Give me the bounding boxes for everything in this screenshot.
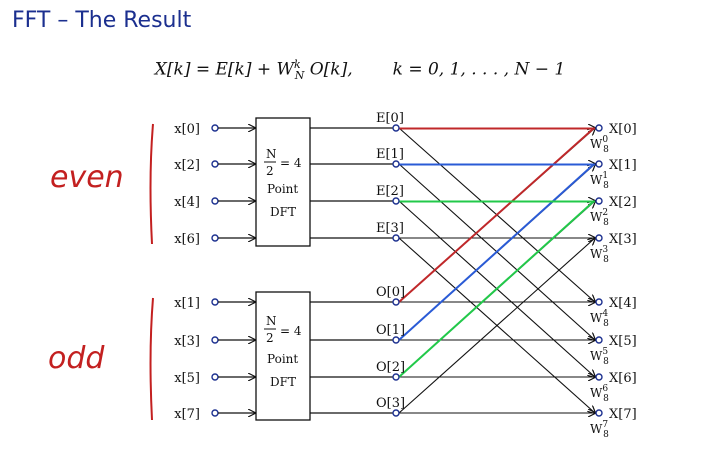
output-label: X[3] <box>609 232 637 247</box>
odd-bracket <box>149 297 154 421</box>
input-label: x[7] <box>174 407 200 422</box>
highlight-odd-path <box>398 164 594 341</box>
output-node <box>595 234 603 242</box>
box-frac-den: 2 <box>266 164 274 178</box>
box-line1: Point <box>267 182 298 196</box>
even-node <box>392 234 400 242</box>
even-output-label: E[3] <box>376 221 404 236</box>
output-label: X[4] <box>609 296 637 311</box>
formula-w-sub: N <box>294 69 305 83</box>
formula-rhs: O[k], <box>304 59 353 80</box>
dft-box-even: N 2 = 4 Point DFT <box>255 117 311 247</box>
labels: x[0] x[2] x[4] x[6] x[1] x[3] x[5] x[7] E[0] E[1]… <box>174 111 636 440</box>
output-node <box>595 160 603 168</box>
odd-node <box>392 298 400 306</box>
input-label: x[5] <box>174 371 200 386</box>
box-eq: = 4 <box>280 324 302 338</box>
input-node <box>211 409 219 417</box>
input-node <box>211 336 219 344</box>
box-line2: DFT <box>270 205 296 219</box>
butterfly-even-line <box>398 237 595 413</box>
even-annotation: even <box>50 160 124 195</box>
output-label: X[1] <box>609 158 637 173</box>
box-eq: = 4 <box>280 156 302 170</box>
even-node <box>392 197 400 205</box>
odd-node <box>392 409 400 417</box>
input-node <box>211 124 219 132</box>
input-label: x[4] <box>174 195 200 210</box>
input-label: x[0] <box>174 122 200 137</box>
output-node <box>595 298 603 306</box>
input-label: x[6] <box>174 232 200 247</box>
odd-node <box>392 336 400 344</box>
formula-w-sup: k <box>294 58 301 71</box>
output-label: X[6] <box>609 371 637 386</box>
output-node <box>595 373 603 381</box>
output-node <box>595 409 603 417</box>
even-bracket <box>149 123 154 245</box>
wires <box>211 124 603 417</box>
input-node <box>211 373 219 381</box>
output-label: X[7] <box>609 407 637 422</box>
box-frac-num: N <box>266 147 277 161</box>
input-label: x[3] <box>174 334 200 349</box>
box-frac-den: 2 <box>266 331 274 345</box>
highlight-odd-path <box>398 128 594 303</box>
formula-lhs: X[k] = E[k] + W <box>154 59 295 80</box>
odd-annotation: odd <box>48 341 105 376</box>
output-label: X[0] <box>609 122 637 137</box>
even-output-label: E[1] <box>376 147 404 162</box>
input-node <box>211 298 219 306</box>
input-node <box>211 197 219 205</box>
even-node <box>392 160 400 168</box>
odd-output-label: O[2] <box>376 360 405 375</box>
box-line2: DFT <box>270 375 296 389</box>
input-node <box>211 234 219 242</box>
odd-output-label: O[1] <box>376 323 405 338</box>
output-label: X[5] <box>609 334 637 349</box>
output-node <box>595 336 603 344</box>
even-output-label: E[2] <box>376 184 404 199</box>
input-label: x[2] <box>174 158 200 173</box>
input-label: x[1] <box>174 296 200 311</box>
output-node <box>595 197 603 205</box>
odd-output-label: O[0] <box>376 285 405 300</box>
output-node <box>595 124 603 132</box>
odd-output-label: O[3] <box>376 396 405 411</box>
box-line1: Point <box>267 352 298 366</box>
highlight-odd-path <box>398 201 594 378</box>
input-node <box>211 160 219 168</box>
box-frac-num: N <box>266 314 277 328</box>
even-node <box>392 124 400 132</box>
dft-box-odd: N 2 = 4 Point DFT <box>255 291 311 421</box>
formula-range: k = 0, 1, . . . , N − 1 <box>392 59 566 80</box>
output-label: X[2] <box>609 195 637 210</box>
slide-title: FFT – The Result <box>12 8 192 33</box>
even-output-label: E[0] <box>376 111 404 126</box>
fft-formula: X[k] = E[k] + WkN O[k], k = 0, 1, . . . ,… <box>0 58 720 82</box>
odd-node <box>392 373 400 381</box>
